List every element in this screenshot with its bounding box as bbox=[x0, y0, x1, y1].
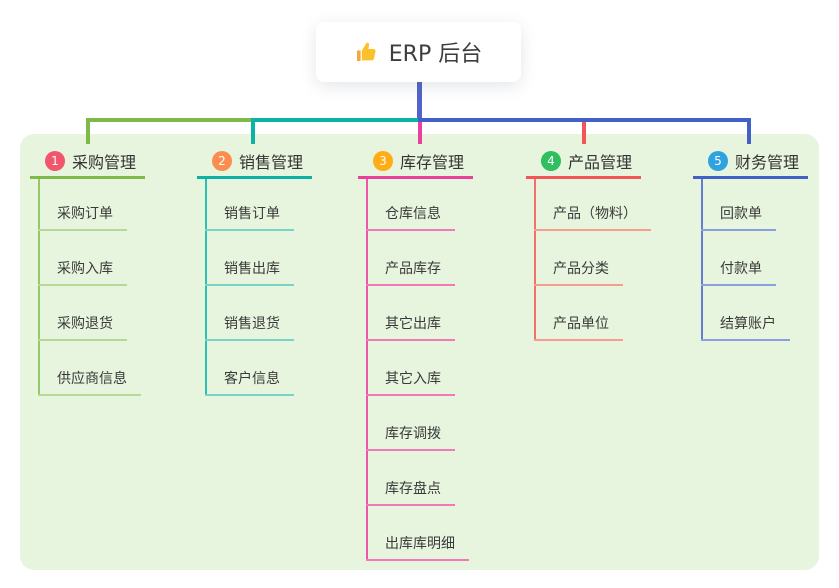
child-node[interactable]: 结算账户 bbox=[701, 311, 790, 341]
branch-drop-line bbox=[582, 118, 586, 144]
child-node-label: 库存盘点 bbox=[385, 481, 441, 497]
child-node-label: 产品分类 bbox=[553, 261, 609, 277]
child-node-label: 其它入库 bbox=[385, 371, 441, 387]
branch-drop-line bbox=[747, 118, 751, 144]
child-node-label: 仓库信息 bbox=[385, 206, 441, 222]
branch-title: 财务管理 bbox=[735, 153, 800, 172]
child-node-label: 产品（物料） bbox=[553, 206, 637, 222]
root-label: ERP 后台 bbox=[388, 42, 483, 67]
branch-drop-line bbox=[251, 118, 255, 144]
child-node-label: 采购入库 bbox=[57, 261, 113, 277]
branches-panel bbox=[20, 134, 819, 570]
child-node[interactable]: 其它入库 bbox=[366, 366, 455, 396]
child-node[interactable]: 产品分类 bbox=[534, 256, 623, 286]
child-node-label: 产品库存 bbox=[385, 261, 441, 277]
branch-header[interactable]: 1 采购管理 bbox=[30, 146, 145, 179]
child-node[interactable]: 出库库明细 bbox=[366, 531, 469, 561]
branch-drop-line bbox=[86, 118, 90, 144]
branch-title: 采购管理 bbox=[72, 153, 137, 172]
child-node[interactable]: 其它出库 bbox=[366, 311, 455, 341]
child-node[interactable]: 产品单位 bbox=[534, 311, 623, 341]
branch-number-badge: 3 bbox=[373, 151, 393, 171]
branch-header[interactable]: 5 财务管理 bbox=[693, 146, 808, 179]
branch-number-badge: 5 bbox=[708, 151, 728, 171]
child-node-label: 产品单位 bbox=[553, 316, 609, 332]
child-node-label: 采购退货 bbox=[57, 316, 113, 332]
child-node-label: 销售退货 bbox=[224, 316, 280, 332]
child-node-label: 结算账户 bbox=[720, 316, 776, 332]
branch-connector-line bbox=[534, 178, 536, 341]
root-node[interactable]: ERP 后台 bbox=[316, 22, 521, 82]
branch-title: 销售管理 bbox=[239, 153, 304, 172]
child-node-label: 采购订单 bbox=[57, 206, 113, 222]
child-node-label: 其它出库 bbox=[385, 316, 441, 332]
child-node[interactable]: 产品库存 bbox=[366, 256, 455, 286]
child-node[interactable]: 采购入库 bbox=[38, 256, 127, 286]
child-node[interactable]: 仓库信息 bbox=[366, 201, 455, 231]
branch-header[interactable]: 2 销售管理 bbox=[197, 146, 312, 179]
connector-rail-segment bbox=[418, 118, 751, 122]
child-node[interactable]: 库存调拨 bbox=[366, 421, 455, 451]
connector-rail-segment bbox=[86, 118, 251, 122]
child-node[interactable]: 产品（物料） bbox=[534, 201, 651, 231]
child-node-label: 销售出库 bbox=[224, 261, 280, 277]
child-node[interactable]: 供应商信息 bbox=[38, 366, 141, 396]
connector-rail-segment bbox=[251, 118, 418, 122]
child-node[interactable]: 库存盘点 bbox=[366, 476, 455, 506]
child-node[interactable]: 客户信息 bbox=[205, 366, 294, 396]
branch-connector-line bbox=[366, 178, 368, 561]
branch-connector-line bbox=[701, 178, 703, 341]
thumbs-up-icon bbox=[355, 40, 379, 64]
child-node-label: 供应商信息 bbox=[57, 371, 127, 387]
branch-title: 库存管理 bbox=[400, 153, 465, 172]
branch-title: 产品管理 bbox=[568, 153, 633, 172]
connector-root-stem bbox=[417, 82, 422, 122]
child-node[interactable]: 销售订单 bbox=[205, 201, 294, 231]
child-node-label: 客户信息 bbox=[224, 371, 280, 387]
branch-connector-line bbox=[38, 178, 40, 396]
child-node-label: 出库库明细 bbox=[385, 536, 455, 552]
branch-drop-line bbox=[418, 118, 422, 144]
branch-header[interactable]: 3 库存管理 bbox=[358, 146, 473, 179]
child-node[interactable]: 采购退货 bbox=[38, 311, 127, 341]
branch-connector-line bbox=[205, 178, 207, 396]
child-node[interactable]: 销售退货 bbox=[205, 311, 294, 341]
child-node-label: 库存调拨 bbox=[385, 426, 441, 442]
branch-number-badge: 2 bbox=[212, 151, 232, 171]
child-node-label: 回款单 bbox=[720, 206, 762, 222]
branch-number-badge: 1 bbox=[45, 151, 65, 171]
branch-header[interactable]: 4 产品管理 bbox=[526, 146, 641, 179]
child-node[interactable]: 采购订单 bbox=[38, 201, 127, 231]
child-node[interactable]: 付款单 bbox=[701, 256, 776, 286]
child-node[interactable]: 销售出库 bbox=[205, 256, 294, 286]
child-node[interactable]: 回款单 bbox=[701, 201, 776, 231]
branch-number-badge: 4 bbox=[541, 151, 561, 171]
child-node-label: 付款单 bbox=[720, 261, 762, 277]
child-node-label: 销售订单 bbox=[224, 206, 280, 222]
